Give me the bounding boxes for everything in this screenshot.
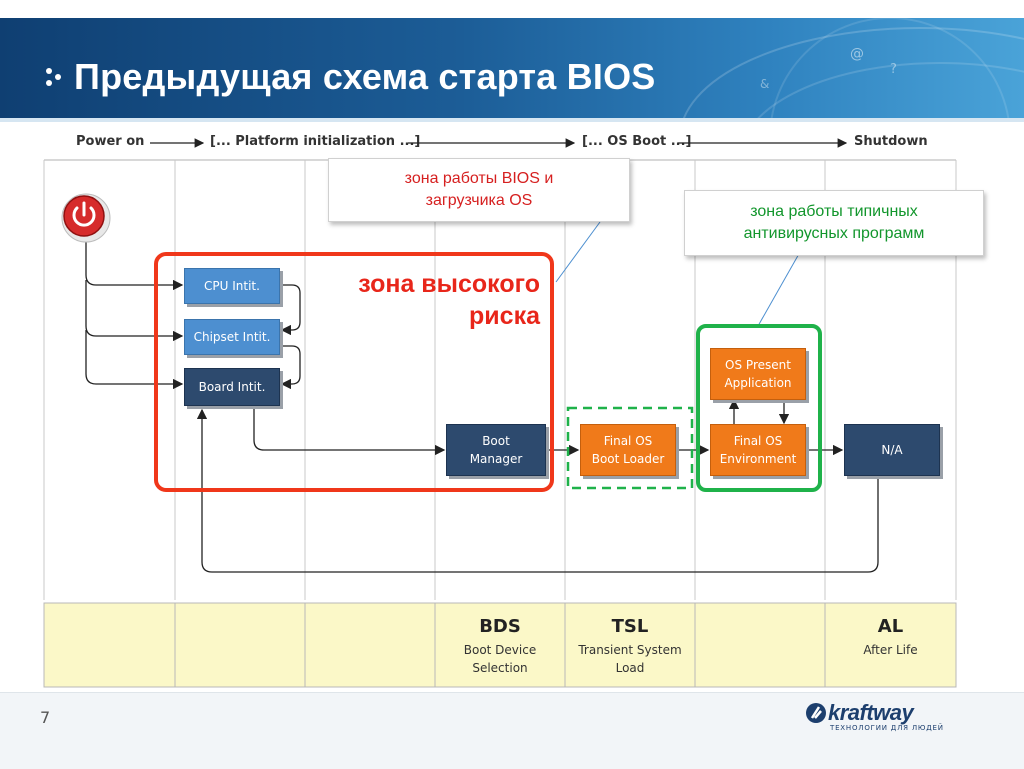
kraftway-logo-name: kraftway [828, 700, 914, 725]
board-init-label: Board Intit. [198, 380, 266, 394]
av-callout-pointer [757, 251, 801, 327]
header-globe-decoration: @ & ? [682, 18, 1024, 118]
phase-platform-init: [... Platform initialization ...] [210, 134, 421, 149]
cpu-init-label: CPU Intit. [204, 279, 260, 293]
final-os-loader-box: Final OS Boot Loader [580, 424, 676, 476]
slide-header: @ & ? [0, 0, 1024, 122]
tsl-title: TSL [611, 616, 649, 637]
phase-shutdown: Shutdown [854, 134, 928, 149]
flow-connectors [85, 240, 879, 573]
final-os-loader-line2: Boot Loader [591, 452, 665, 466]
bios-zone-line2: загрузчика OS [425, 192, 533, 209]
board-init-box: Board Intit. [184, 368, 280, 406]
kraftway-logo-tagline: ТЕХНОЛОГИИ ДЛЯ ЛЮДЕЙ [830, 724, 944, 732]
chipset-init-label: Chipset Intit. [193, 330, 271, 344]
na-label: N/A [881, 443, 903, 457]
al-sub-line1: After Life [863, 643, 918, 657]
bios-zone-line1: зона работы BIOS и [404, 170, 554, 187]
na-box: N/A [844, 424, 940, 476]
final-os-env-box: Final OS Environment [710, 424, 806, 476]
slide-footer [0, 692, 1024, 769]
svg-text:?: ? [890, 62, 897, 77]
tsl-sub-line2: Load [615, 661, 645, 675]
tsl-sub-line1: Transient System [578, 643, 682, 657]
os-present-line1: OS Present [725, 358, 791, 372]
bios-zone-callout: зона работы BIOS и загрузчика OS [328, 158, 630, 222]
final-os-loader-line1: Final OS [603, 434, 653, 448]
header-bottom-strip [0, 118, 1024, 122]
av-zone-callout: зона работы типичных антивирусных програ… [684, 190, 984, 256]
title-row: Предыдущая схема старта BIOS [44, 50, 656, 104]
high-risk-zone [154, 252, 554, 492]
bds-sub-line1: Boot Device [463, 643, 537, 657]
al-title: AL [877, 616, 904, 637]
high-risk-label: зона высокого риска [300, 268, 540, 332]
dashed-av-zone [566, 406, 694, 490]
power-icon [61, 193, 111, 243]
av-zone-line2: антивирусных программ [743, 225, 925, 242]
av-zone [696, 324, 822, 492]
kraftway-logo-icon [806, 703, 826, 723]
svg-text:@: @ [850, 46, 864, 62]
high-risk-line1: зона высокого [358, 270, 540, 298]
page-number: 7 [40, 708, 51, 727]
bds-title: BDS [479, 616, 521, 637]
os-present-box: OS Present Application [710, 348, 806, 400]
boot-manager-line1: Boot [482, 434, 510, 448]
cpu-init-box: CPU Intit. [184, 268, 280, 304]
boot-manager-line2: Manager [469, 452, 523, 466]
kraftway-logo: kraftway ТЕХНОЛОГИИ ДЛЯ ЛЮДЕЙ [804, 700, 944, 732]
final-os-env-line1: Final OS [733, 434, 783, 448]
bullet-dots-icon [44, 62, 64, 92]
chipset-init-box: Chipset Intit. [184, 319, 280, 355]
bds-sub-line2: Selection [472, 661, 528, 675]
final-os-env-line2: Environment [719, 452, 797, 466]
os-present-line2: Application [724, 376, 792, 390]
phase-os-boot: [... OS Boot ...] [582, 134, 692, 149]
bottom-table-bg [43, 602, 957, 688]
svg-text:&: & [760, 77, 769, 91]
av-zone-line1: зона работы типичных [750, 203, 918, 220]
tsl-cell: TSL Transient System Load [565, 606, 695, 686]
bios-callout-pointer [555, 221, 601, 283]
bds-cell: BDS Boot Device Selection [435, 606, 565, 686]
page-title: Предыдущая схема старта BIOS [74, 56, 656, 97]
header-top-strip [0, 0, 1024, 18]
phase-power-on: Power on [76, 134, 145, 149]
high-risk-line2: риска [469, 302, 540, 330]
al-cell: AL After Life [825, 606, 956, 686]
boot-manager-box: Boot Manager [446, 424, 546, 476]
